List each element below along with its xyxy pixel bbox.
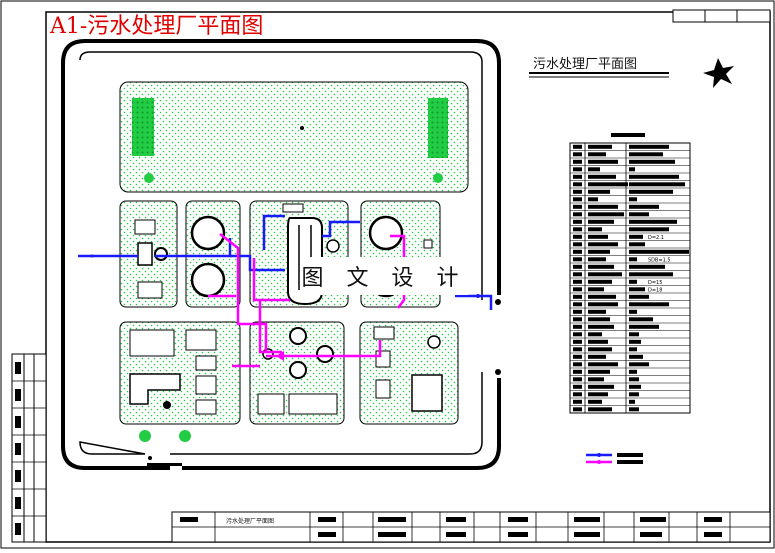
table-cell-text: D=2.1 [648,235,664,241]
watermark: 图 文 设 计 [300,257,468,295]
title-block [171,511,771,543]
table-cell-text: D=18 [648,288,662,294]
blue-pipe-network [78,214,493,310]
green-plot-north [119,81,469,193]
corner-table [672,9,771,23]
tree-row-east [428,98,448,158]
site-wall-south [182,378,501,470]
left-sign-block [11,353,47,543]
table-cell-text: SDB=1.5 [648,258,671,264]
drawing-header-title: A1-污水处理厂平面图 [50,14,264,39]
table-cell-text: D=15 [648,280,662,286]
title-block-drawing-name: 污水处理厂平面图 [226,518,275,525]
pipe-legend [586,453,643,464]
plan-title: 污水处理厂平面图 [533,57,638,72]
tree-row-west [132,98,154,156]
north-arrow [703,58,734,88]
inner-road [79,51,483,455]
site-wall [61,39,501,470]
